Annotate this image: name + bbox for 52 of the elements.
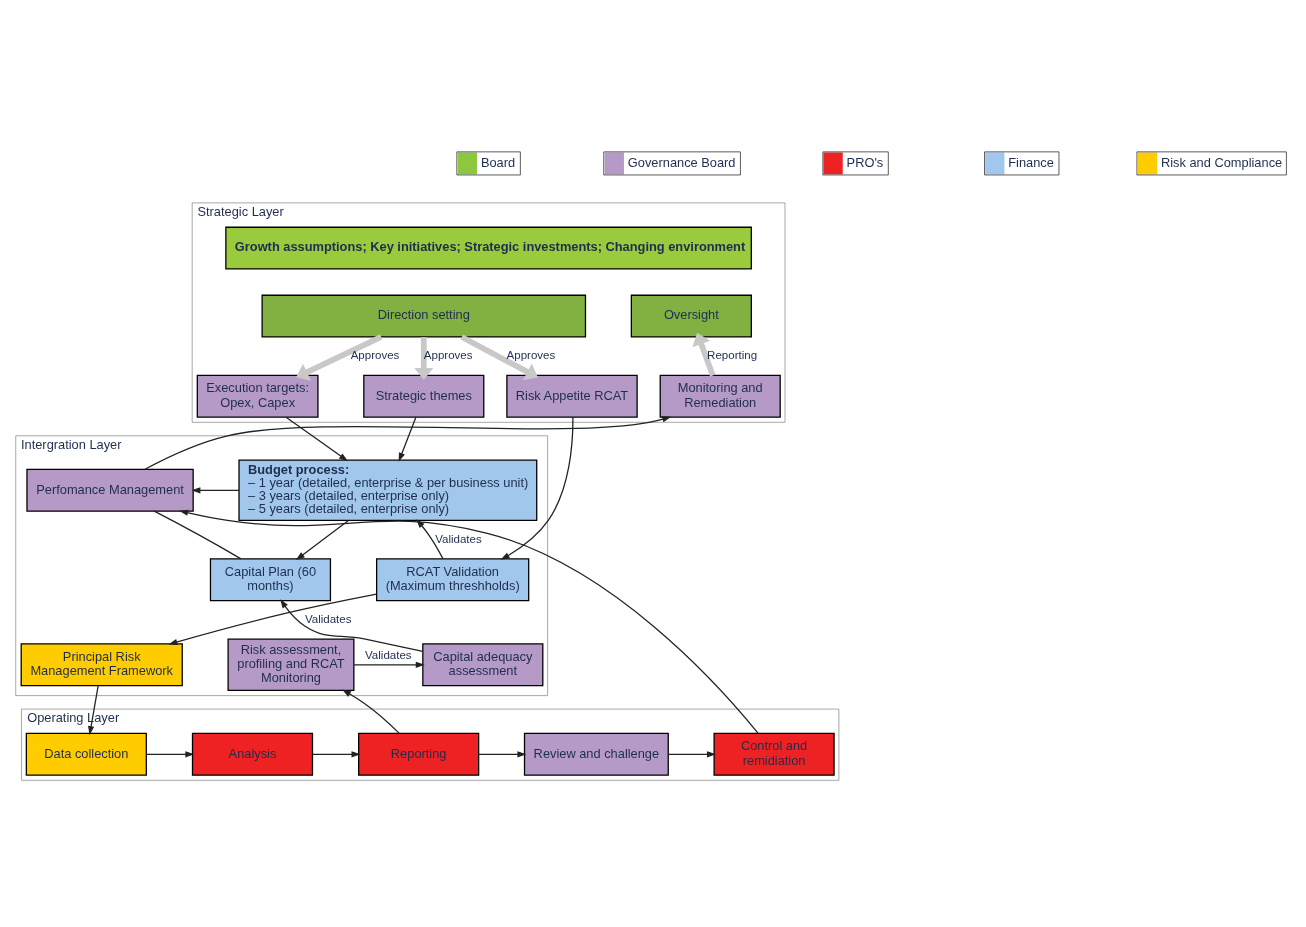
arrow <box>667 750 716 757</box>
arrow <box>191 486 240 493</box>
arrow <box>296 333 383 381</box>
legend-label: Risk and Compliance <box>1160 154 1283 170</box>
arrow <box>692 332 716 376</box>
node-box: RCAT Validation (Maximum threshholds) <box>376 557 530 601</box>
node-box: Capital adequacy assessment <box>422 642 544 686</box>
legend-label: Governance Board <box>627 154 736 170</box>
edge-label: Approves <box>350 348 400 361</box>
node-box: Strategic themes <box>363 374 485 418</box>
node-box: Risk Appetite RCAT <box>506 374 638 418</box>
edge-label: Validates <box>435 532 482 545</box>
legend-label: Finance <box>1008 154 1054 170</box>
node-box: Control and remidiation <box>713 732 835 776</box>
edge-label: Reporting <box>707 348 758 361</box>
edge-label: Approves <box>506 348 556 361</box>
node-box: Budget process: – 1 year (detailed, enterprise & per business unit) – 3 years (detailed, enterprise only) – 5 years (detailed, enterprise only) <box>238 459 538 521</box>
arrow <box>398 416 417 462</box>
arrow <box>179 509 759 734</box>
edge-label: Validates <box>365 648 412 661</box>
arrow <box>145 750 195 757</box>
arrow <box>295 519 350 560</box>
edge-label: Validates <box>304 612 352 625</box>
node-box: Execution targets: Opex, Capex <box>196 374 319 418</box>
arrow <box>500 416 574 560</box>
arrow <box>460 333 538 380</box>
node-box: Growth assumptions; Key initiatives; Strategic investments; Changing environment <box>225 226 752 270</box>
legend-label: PRO's <box>846 154 884 170</box>
node-box: Monitoring and Remediation <box>659 374 781 418</box>
arrow <box>143 415 672 470</box>
arrow <box>280 598 424 652</box>
node-box: Reporting <box>358 732 480 776</box>
arrow <box>168 593 378 645</box>
node-box: Risk assessment, profiling and RCAT Monitoring <box>227 638 355 691</box>
node-box: Perfomance Management <box>26 468 194 512</box>
legend-label: Board <box>480 154 516 170</box>
connector <box>153 510 242 559</box>
arrow <box>88 684 99 735</box>
node-box: Direction setting <box>261 294 587 338</box>
node-box: Capital Plan (60 months) <box>209 557 332 601</box>
arrow <box>353 661 425 668</box>
node-box: Principal Risk Management Framework <box>20 642 183 686</box>
node-box: Analysis <box>191 732 314 776</box>
node-box: Data collection <box>25 732 147 776</box>
arrow <box>285 416 348 461</box>
edge-label: Approves <box>423 348 473 361</box>
node-box: Review and challenge <box>523 732 669 776</box>
arrow <box>478 750 527 757</box>
arrow <box>311 750 361 757</box>
arrow <box>342 689 400 734</box>
node-box: Oversight <box>630 294 752 338</box>
arrow <box>414 336 434 380</box>
